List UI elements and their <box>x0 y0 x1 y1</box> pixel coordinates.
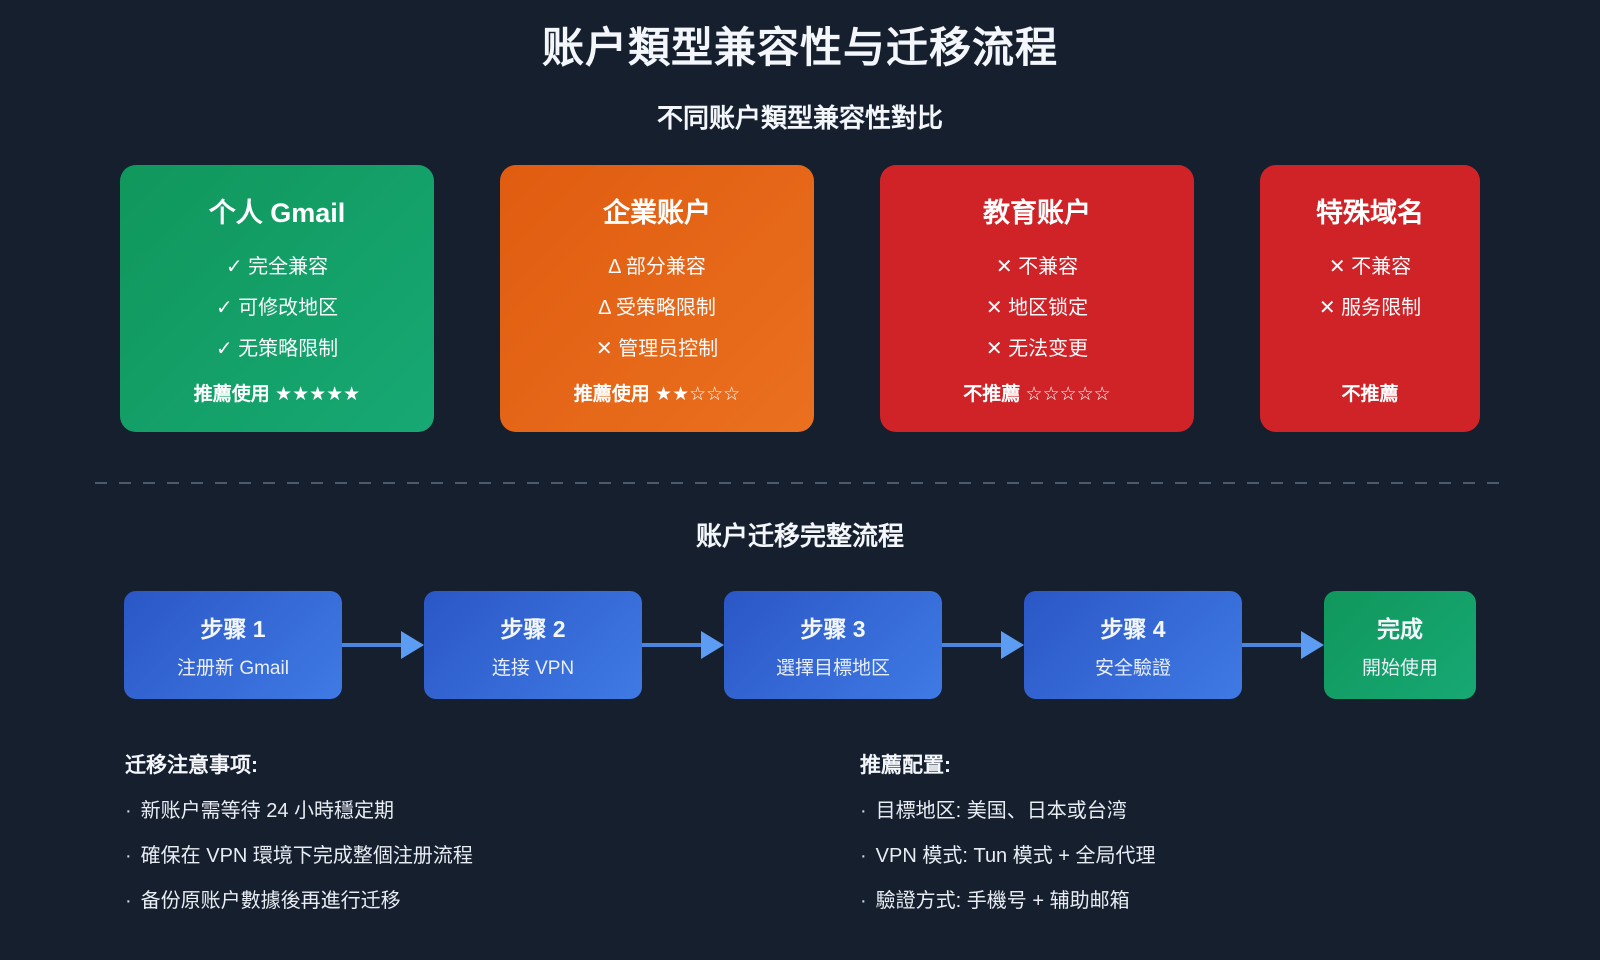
card-feature: ✕ 无法变更 <box>985 338 1089 361</box>
bullet-icon: · <box>860 890 867 913</box>
flow-arrow <box>1242 631 1324 660</box>
arrow-line <box>942 643 1001 648</box>
note-item: · 备份原账户數據後再進行迁移 <box>125 888 860 914</box>
arrow-right-icon <box>1001 631 1024 660</box>
card-personal-gmail: 个人 Gmail ✓ 完全兼容 ✓ 可修改地区 ✓ 无策略限制 推薦使用 ★★★… <box>120 165 434 433</box>
note-text: 备份原账户數據後再進行迁移 <box>140 890 401 913</box>
card-rating: 推薦使用 ★★☆☆☆ <box>573 384 741 406</box>
compatibility-cards-row: 个人 Gmail ✓ 完全兼容 ✓ 可修改地区 ✓ 无策略限制 推薦使用 ★★★… <box>0 165 1600 433</box>
note-text: 驗證方式: 手機号 + 辅助邮箱 <box>875 890 1130 913</box>
step-title: 步骤 3 <box>800 616 866 643</box>
card-title: 个人 Gmail <box>208 198 346 229</box>
note-item: · 新账户需等待 24 小時穩定期 <box>125 798 860 824</box>
card-feature: ✓ 完全兼容 <box>225 256 329 279</box>
card-feature: ✕ 服务限制 <box>1318 297 1422 320</box>
card-feature: Δ 部分兼容 <box>608 256 706 279</box>
card-education-account: 教育账户 ✕ 不兼容 ✕ 地区锁定 ✕ 无法变更 不推薦 ☆☆☆☆☆ <box>880 165 1194 433</box>
bullet-icon: · <box>860 845 867 868</box>
card-title: 企業账户 <box>603 198 711 229</box>
page-subtitle: 不同账户類型兼容性對比 <box>656 103 943 134</box>
card-rating: 不推薦 <box>1341 384 1399 406</box>
card-feature: ✕ 地区锁定 <box>985 297 1089 320</box>
notes-section: 迁移注意事项: · 新账户需等待 24 小時穩定期 · 確保在 VPN 環境下完成整… <box>0 749 1600 914</box>
flow-step-2: 步骤 2 连接 VPN <box>424 591 642 700</box>
note-text: 新账户需等待 24 小時穩定期 <box>140 800 395 823</box>
flow-step-complete: 完成 開始使用 <box>1324 591 1476 700</box>
card-feature: ✓ 无策略限制 <box>215 338 339 361</box>
arrow-line <box>342 643 401 648</box>
card-feature: Δ 受策略限制 <box>598 297 716 320</box>
arrow-right-icon <box>1301 631 1324 660</box>
note-heading: 推薦配置: <box>860 754 951 778</box>
bullet-icon: · <box>860 800 867 823</box>
card-rating: 不推薦 ☆☆☆☆☆ <box>963 384 1111 406</box>
migration-notes: 迁移注意事项: · 新账户需等待 24 小時穩定期 · 確保在 VPN 環境下完成整… <box>125 749 860 914</box>
note-heading: 迁移注意事项: <box>125 754 258 778</box>
step-subtitle: 安全驗證 <box>1094 658 1171 680</box>
bullet-icon: · <box>125 800 132 823</box>
step-subtitle: 開始使用 <box>1361 658 1438 680</box>
arrow-line <box>1242 643 1301 648</box>
step-title: 步骤 1 <box>200 616 266 643</box>
step-subtitle: 连接 VPN <box>491 658 575 680</box>
dashed-divider <box>95 482 1505 485</box>
note-text: VPN 模式: Tun 模式 + 全局代理 <box>875 845 1156 868</box>
step-subtitle: 選擇目標地区 <box>775 658 890 680</box>
card-feature: ✕ 管理员控制 <box>595 338 719 361</box>
flow-step-4: 步骤 4 安全驗證 <box>1024 591 1242 700</box>
arrow-line <box>642 643 701 648</box>
step-title: 完成 <box>1377 616 1423 643</box>
flow-step-3: 步骤 3 選擇目標地区 <box>724 591 942 700</box>
bullet-icon: · <box>125 845 132 868</box>
flow-arrow <box>942 631 1024 660</box>
arrow-right-icon <box>701 631 724 660</box>
note-text: 確保在 VPN 環境下完成整個注册流程 <box>140 845 473 868</box>
note-item: · 目標地区: 美国、日本或台湾 <box>860 798 1600 824</box>
card-feature: ✕ 不兼容 <box>1328 256 1412 279</box>
card-title: 特殊域名 <box>1316 198 1424 229</box>
recommended-config: 推薦配置: · 目標地区: 美国、日本或台湾 · VPN 模式: Tun 模式 + … <box>860 749 1600 914</box>
flow-section-title: 账户迁移完整流程 <box>695 521 904 552</box>
bullet-icon: · <box>125 890 132 913</box>
flow-arrow <box>342 631 424 660</box>
step-subtitle: 注册新 Gmail <box>177 658 289 680</box>
card-feature: ✕ 不兼容 <box>995 256 1079 279</box>
card-special-domain: 特殊域名 ✕ 不兼容 ✕ 服务限制 不推薦 <box>1260 165 1480 433</box>
note-item: · VPN 模式: Tun 模式 + 全局代理 <box>860 843 1600 869</box>
note-item: · 確保在 VPN 環境下完成整個注册流程 <box>125 843 860 869</box>
arrow-right-icon <box>401 631 424 660</box>
flow-step-1: 步骤 1 注册新 Gmail <box>124 591 342 700</box>
card-rating: 推薦使用 ★★★★★ <box>193 384 361 406</box>
note-text: 目標地区: 美国、日本或台湾 <box>875 800 1127 823</box>
card-enterprise-account: 企業账户 Δ 部分兼容 Δ 受策略限制 ✕ 管理员控制 推薦使用 ★★☆☆☆ <box>500 165 814 433</box>
card-title: 教育账户 <box>983 198 1091 229</box>
card-feature: ✓ 可修改地区 <box>215 297 339 320</box>
page-title: 账户類型兼容性与迁移流程 <box>541 24 1058 71</box>
step-title: 步骤 2 <box>500 616 566 643</box>
flow-arrow <box>642 631 724 660</box>
step-title: 步骤 4 <box>1100 616 1166 643</box>
migration-flow: 步骤 1 注册新 Gmail 步骤 2 连接 VPN 步骤 3 選擇目標地区 步… <box>0 591 1600 700</box>
note-item: · 驗證方式: 手機号 + 辅助邮箱 <box>860 888 1600 914</box>
